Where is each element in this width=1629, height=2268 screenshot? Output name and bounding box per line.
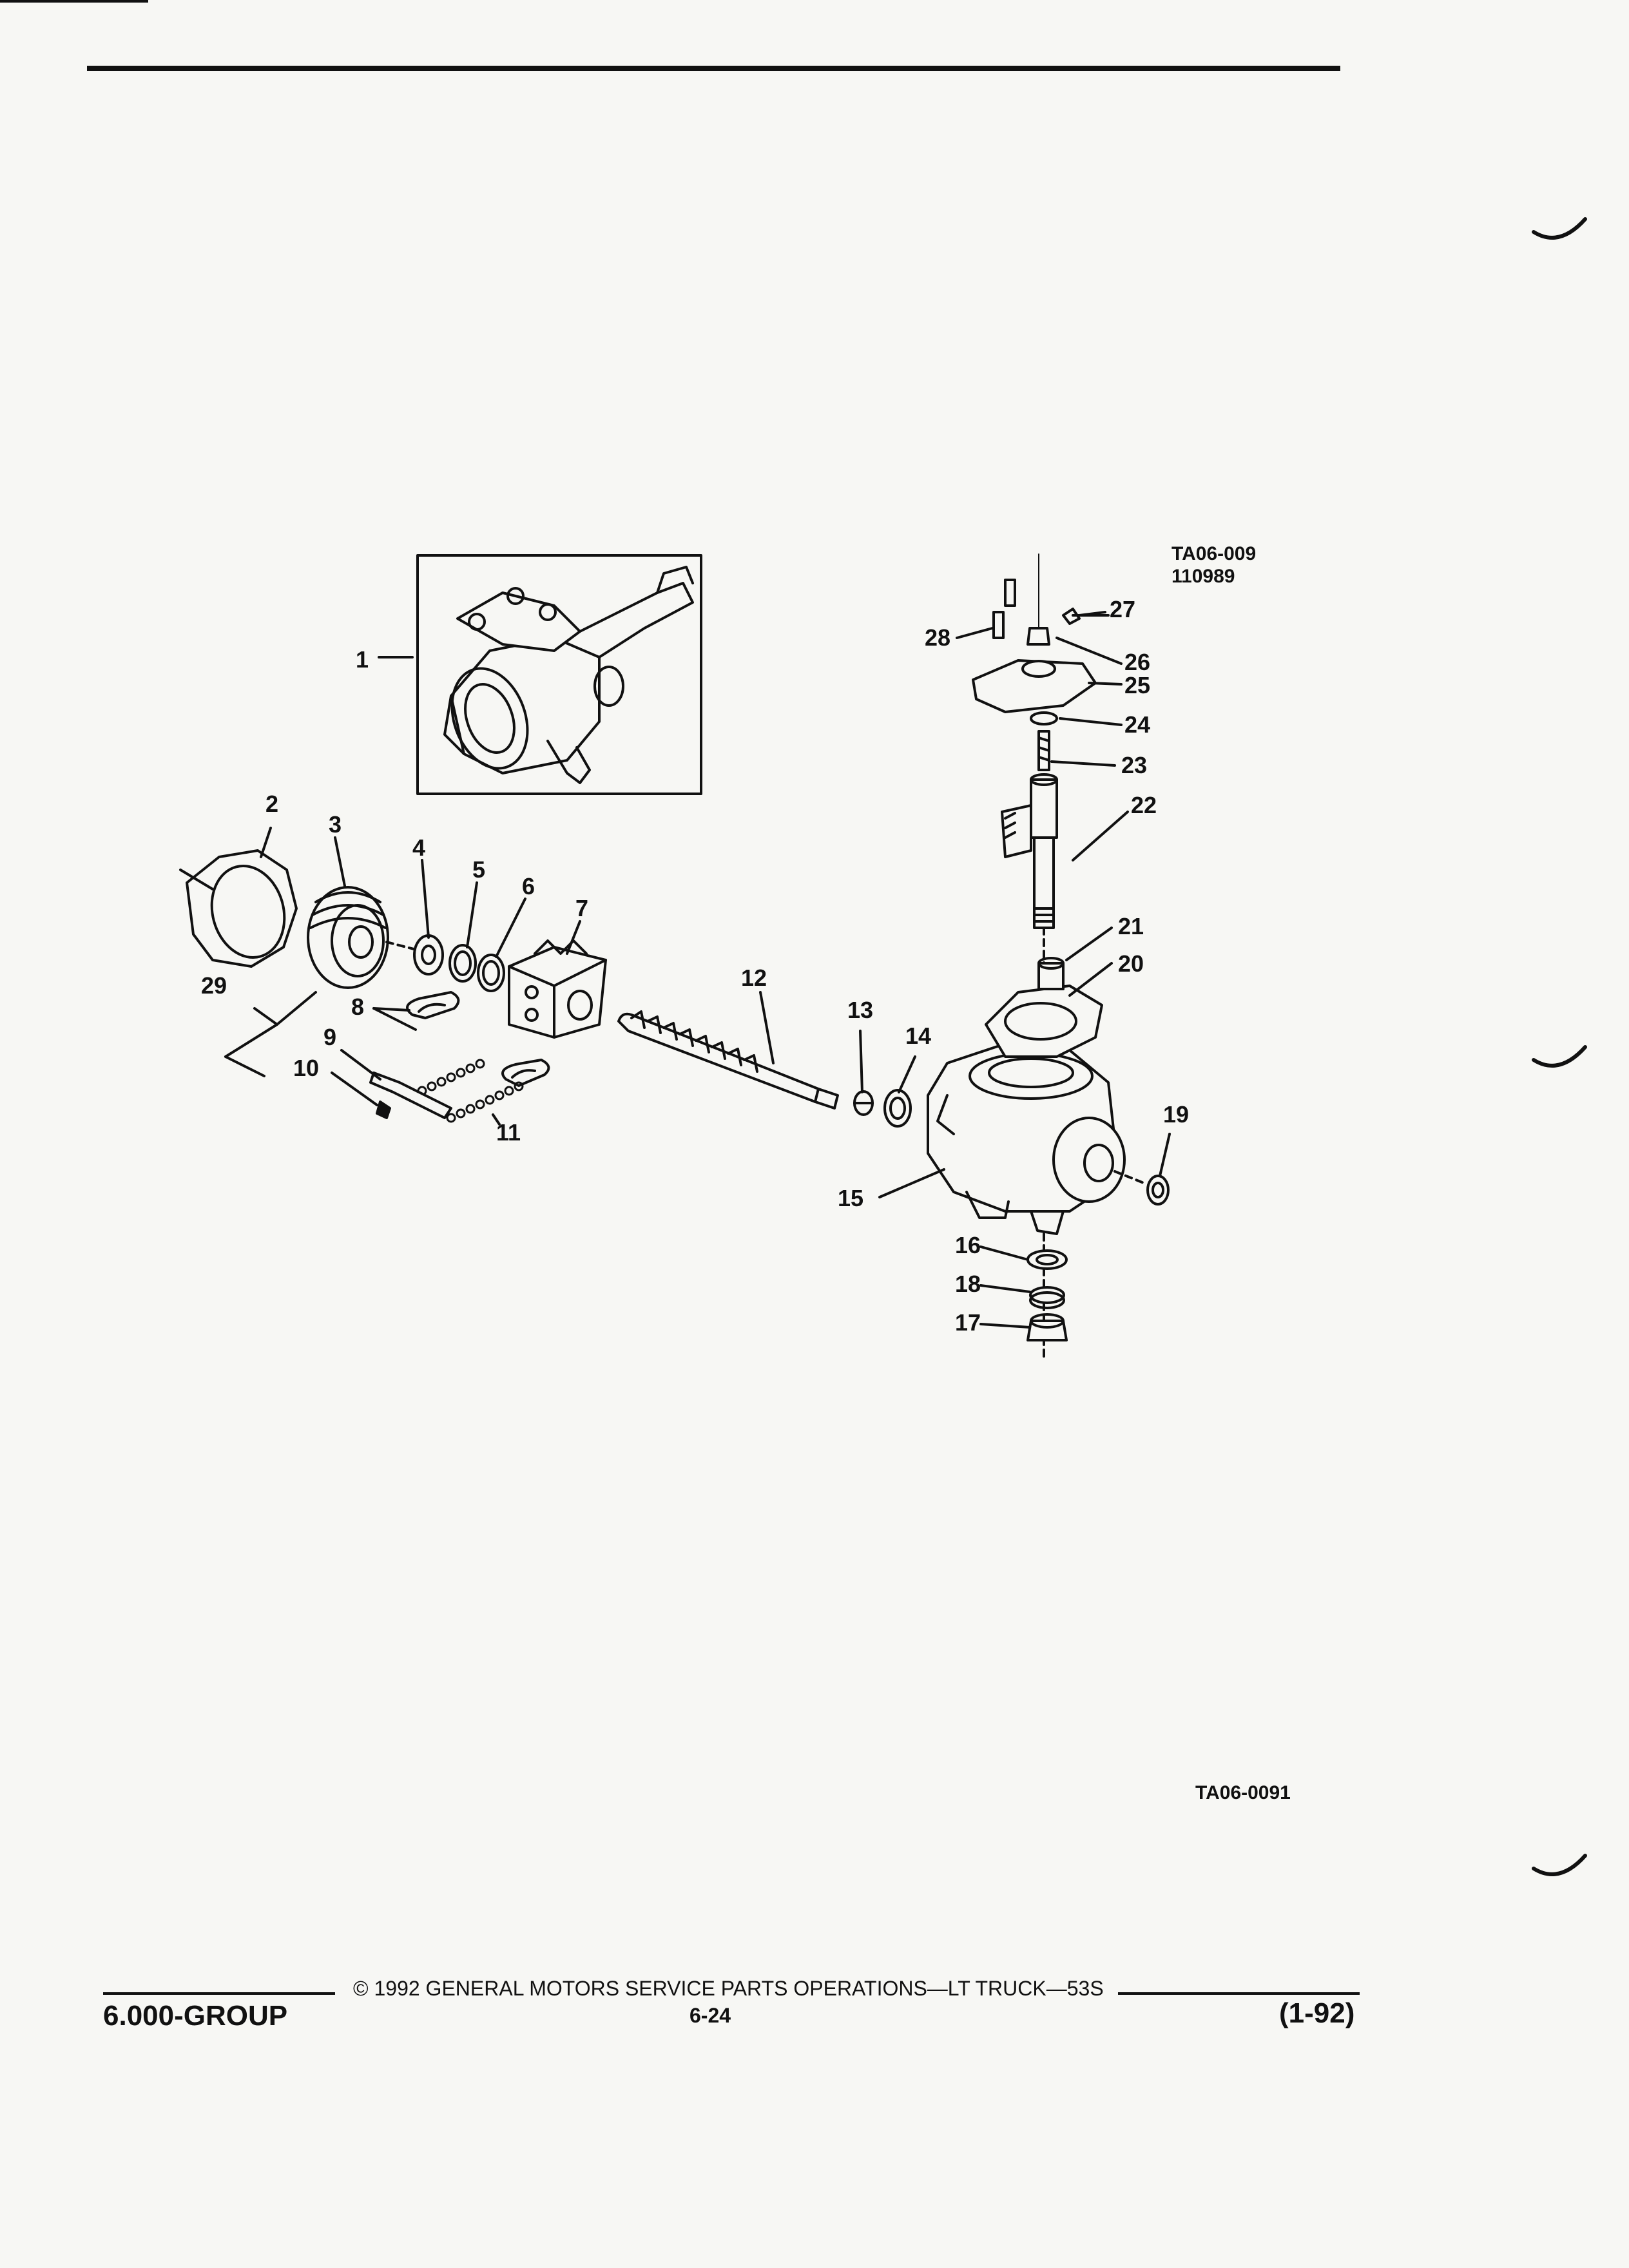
ring-6-illustration [477, 954, 505, 992]
callout-15: 15 [838, 1185, 864, 1211]
callout-4: 4 [412, 834, 426, 861]
callout-24: 24 [1124, 711, 1151, 738]
callout-22: 22 [1131, 792, 1157, 818]
clamp-9 [369, 1072, 452, 1119]
gear-housing-15 [927, 1043, 1126, 1235]
callout-12: 12 [741, 965, 767, 991]
scan-edge-marks [1532, 217, 1587, 1876]
callout-13: 13 [847, 997, 874, 1023]
assembly-inset-box [416, 554, 702, 795]
callout-7: 7 [575, 895, 589, 921]
revision-label: (1-92) [1279, 1997, 1355, 2029]
header-rule [87, 66, 1340, 71]
nut-26 [1027, 627, 1050, 646]
gear-assembly-illustration [443, 566, 694, 784]
callout-9: 9 [323, 1024, 337, 1050]
rack-guide-8b [501, 1059, 550, 1087]
nut-24 [1030, 711, 1058, 726]
callout-11: 11 [496, 1119, 521, 1146]
figure-id: TA06-0091 [1195, 1782, 1291, 1803]
callout-5: 5 [472, 856, 486, 883]
seal-14 [883, 1089, 912, 1128]
callout-2: 2 [265, 791, 279, 817]
side-cover-25 [972, 659, 1097, 713]
screw-10 [376, 1100, 391, 1119]
gasket-20 [985, 985, 1103, 1058]
ring-5-illustration [448, 944, 477, 983]
callout-3: 3 [329, 811, 342, 838]
bolt-27 [1062, 608, 1110, 625]
group-label: 6.000-GROUP [103, 2000, 288, 2032]
callout-23: 23 [1121, 752, 1148, 778]
page-number: 6-24 [689, 2004, 731, 2027]
bolt-28a [1004, 579, 1016, 607]
callout-14: 14 [905, 1023, 932, 1049]
washer-19 [1146, 1175, 1170, 1206]
callout-16: 16 [955, 1232, 981, 1258]
callout-1: 1 [356, 646, 369, 673]
callout-26: 26 [1124, 649, 1151, 675]
seal-4-illustration [413, 934, 444, 975]
footer-rule-right [1118, 1992, 1360, 1995]
adjuster-nut-illustration [186, 849, 298, 968]
adjuster-plug-illustration [307, 886, 389, 989]
corner-rule [0, 0, 148, 3]
callout-19: 19 [1163, 1101, 1190, 1128]
callout-18: 18 [955, 1271, 981, 1297]
callout-17: 17 [955, 1309, 981, 1336]
callout-29: 29 [201, 972, 227, 999]
callout-10: 10 [293, 1055, 320, 1081]
figure-ref-code: TA06-009 [1171, 543, 1257, 564]
washer-18 [1029, 1286, 1065, 1304]
figure-ref-date: 110989 [1171, 566, 1235, 587]
sector-shaft-22 [1001, 773, 1058, 929]
callout-21: 21 [1118, 913, 1144, 939]
footer-rule-left [103, 1992, 335, 1995]
bolt-28b [992, 611, 1005, 639]
worm-shaft-12 [617, 1010, 839, 1110]
callout-28: 28 [925, 624, 951, 651]
callout-27: 27 [1110, 596, 1136, 622]
seal-16 [1027, 1249, 1068, 1270]
copyright-text: © 1992 GENERAL MOTORS SERVICE PARTS OPER… [353, 1977, 1104, 2000]
bushing-21 [1037, 962, 1065, 990]
callout-6: 6 [522, 873, 535, 899]
valve-block-illustration [508, 939, 607, 1039]
callout-25: 25 [1124, 672, 1151, 698]
callout-8: 8 [351, 994, 365, 1020]
callout-20: 20 [1118, 950, 1144, 977]
